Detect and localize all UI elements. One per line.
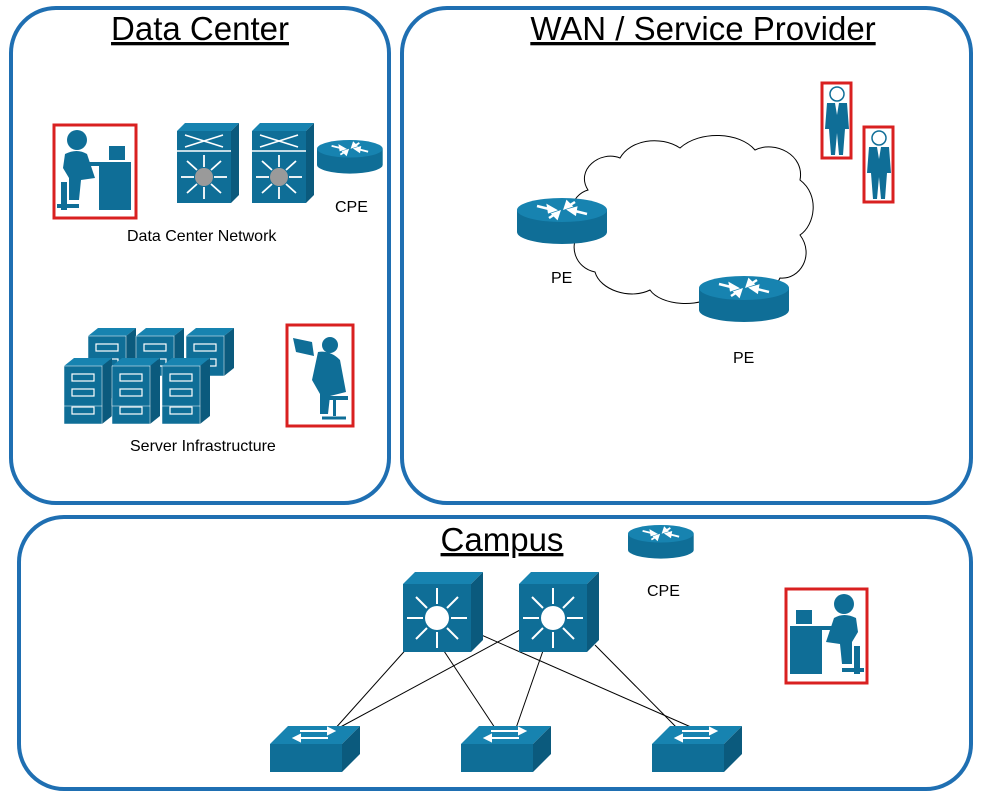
campus-panel: Campus CPE [17, 515, 973, 791]
file-server-cluster-icon[interactable] [63, 327, 235, 425]
campus-border [17, 515, 973, 791]
dc-person-at-desk-icon[interactable] [52, 123, 138, 220]
cloud-icon [570, 135, 814, 304]
standing-person-1-icon[interactable] [820, 81, 853, 160]
dc-cpe-router-icon[interactable] [316, 139, 384, 175]
access-switch-1-icon[interactable] [269, 725, 361, 773]
pe-1-label: PE [551, 270, 572, 287]
campus-cpe-router-icon[interactable] [627, 524, 695, 560]
core-switch-1-icon[interactable] [402, 571, 484, 653]
campus-title: Campus [441, 521, 564, 558]
standing-person-2-icon[interactable] [862, 125, 895, 204]
person-with-laptop-icon[interactable] [285, 323, 355, 428]
server-infrastructure-label: Server Infrastructure [130, 438, 276, 455]
campus-links [332, 629, 701, 732]
access-switch-2-icon[interactable] [460, 725, 552, 773]
dc-cpe-label: CPE [335, 199, 368, 216]
pe-router-1-icon[interactable] [515, 196, 609, 246]
wan-border [400, 6, 973, 505]
nexus-switch-1-icon[interactable] [176, 122, 240, 204]
data-center-network-label: Data Center Network [127, 228, 277, 245]
pe-router-2-icon[interactable] [697, 274, 791, 324]
data-center-title: Data Center [111, 10, 289, 47]
access-switch-3-icon[interactable] [651, 725, 743, 773]
wan-panel: WAN / Service Provider PE PE [400, 6, 973, 505]
pe-2-label: PE [733, 350, 754, 367]
data-center-border [9, 6, 391, 505]
nexus-switch-2-icon[interactable] [251, 122, 315, 204]
data-center-panel: Data Center Data Center Network Server I… [9, 6, 391, 505]
wan-title: WAN / Service Provider [530, 10, 875, 47]
campus-person-at-desk-icon[interactable] [784, 587, 869, 685]
campus-cpe-label: CPE [647, 583, 680, 600]
core-switch-2-icon[interactable] [518, 571, 600, 653]
